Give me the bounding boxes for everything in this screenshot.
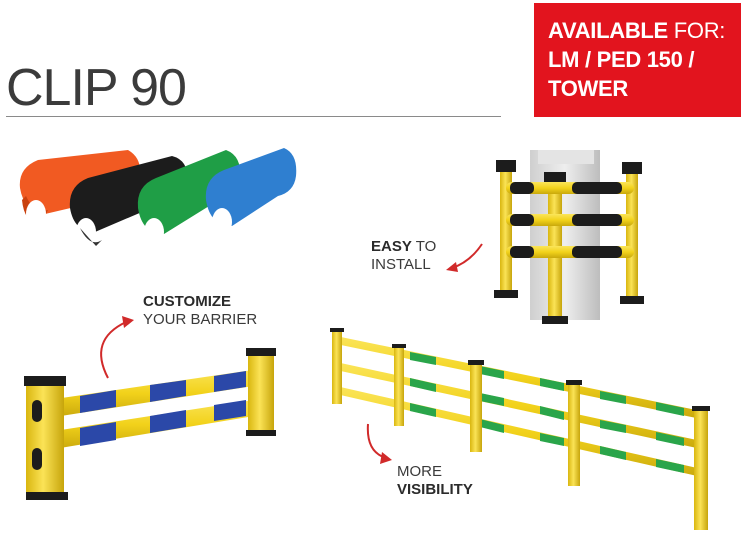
product-title: CLIP 90 — [6, 59, 187, 117]
visibility-callout: MORE VISIBILITY — [397, 463, 473, 499]
install-arrow-head — [446, 262, 458, 272]
green-clip — [137, 150, 241, 246]
install-line-2: INSTALL — [371, 256, 431, 273]
barrier-rail-upper — [48, 368, 266, 418]
long-rail-top — [336, 336, 706, 420]
availability-line-3: TOWER — [548, 76, 628, 101]
install-bold: EASY — [371, 238, 412, 255]
install-to: TO — [411, 238, 437, 255]
install-arrow — [451, 243, 483, 269]
customize-bold: CUSTOMIZE — [143, 293, 232, 310]
column-rail-middle — [506, 214, 634, 226]
long-rail-bottom — [336, 386, 706, 478]
install-callout: EASY TO INSTALL — [371, 238, 436, 274]
customize-arrow — [100, 321, 127, 379]
customize-arrow-head — [122, 316, 134, 328]
column-rail-top — [506, 182, 634, 194]
customized-barrier — [24, 348, 276, 500]
visibility-arrow — [366, 423, 387, 459]
title-divider — [6, 116, 501, 117]
long-rail-middle — [336, 362, 706, 450]
availability-line-1: AVAILABLE FOR: — [548, 16, 741, 45]
availability-line-2: LM / PED 150 / — [548, 47, 695, 72]
visibility-arrow-head — [380, 452, 392, 464]
visibility-bold: VISIBILITY — [397, 481, 473, 498]
callout-arrows — [100, 243, 483, 464]
availability-for: FOR: — [667, 18, 726, 43]
column-rail-bottom — [506, 246, 634, 258]
column-protector — [494, 150, 644, 324]
black-clip — [69, 156, 188, 246]
clip-covers — [19, 148, 297, 246]
visibility-barrier — [330, 328, 710, 530]
blue-clip — [205, 148, 297, 236]
visibility-line-1: MORE — [397, 463, 442, 480]
barrier-rail-lower — [48, 398, 266, 450]
availability-label: AVAILABLE — [548, 18, 668, 43]
customize-line-2: YOUR BARRIER — [143, 311, 258, 328]
customize-callout: CUSTOMIZE YOUR BARRIER — [143, 293, 257, 329]
availability-badge: AVAILABLE FOR: LM / PED 150 / TOWER — [534, 3, 741, 117]
